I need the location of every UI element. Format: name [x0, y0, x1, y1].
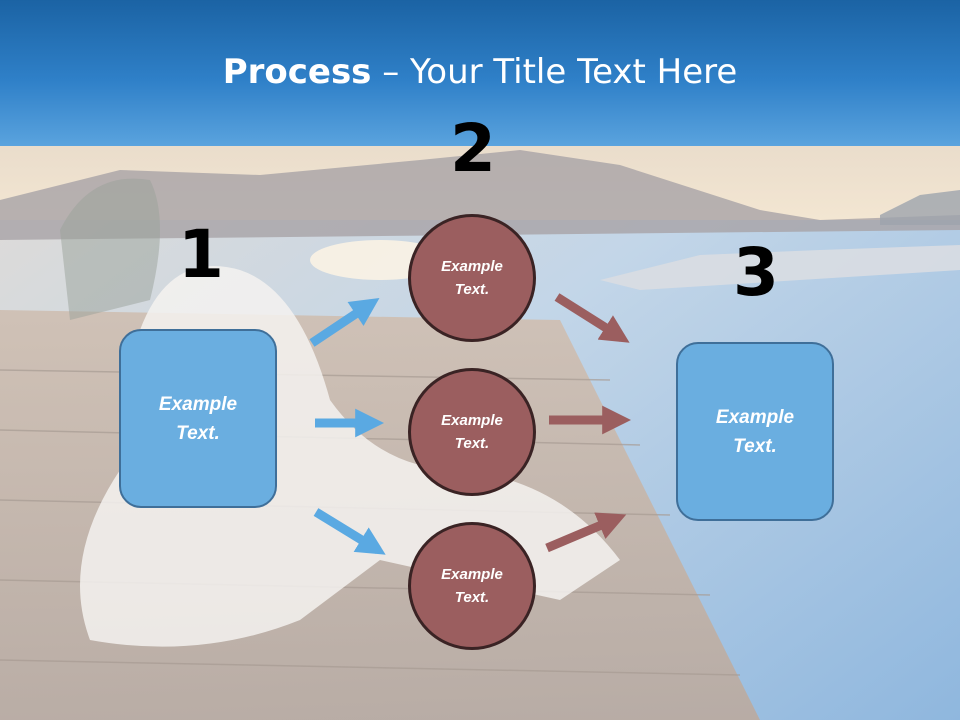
- right-box: Example Text.: [676, 342, 834, 521]
- slide-title: Process – Your Title Text Here: [0, 52, 960, 92]
- circle-middle: Example Text.: [408, 368, 536, 496]
- arrow-blue-up: [309, 298, 380, 347]
- title-rest: – Your Title Text Here: [371, 52, 738, 92]
- step-number-1: 1: [178, 216, 224, 293]
- circle-bottom: Example Text.: [408, 522, 536, 650]
- arrow-red-up: [545, 512, 627, 553]
- header-band: [0, 0, 960, 146]
- step-number-3: 3: [733, 234, 779, 311]
- step-number-2: 2: [450, 110, 496, 187]
- title-bold: Process: [222, 52, 372, 92]
- left-box: Example Text.: [119, 329, 277, 508]
- arrow-blue-down: [313, 508, 386, 555]
- circle-top: Example Text.: [408, 214, 536, 342]
- arrow-red-down: [554, 293, 630, 343]
